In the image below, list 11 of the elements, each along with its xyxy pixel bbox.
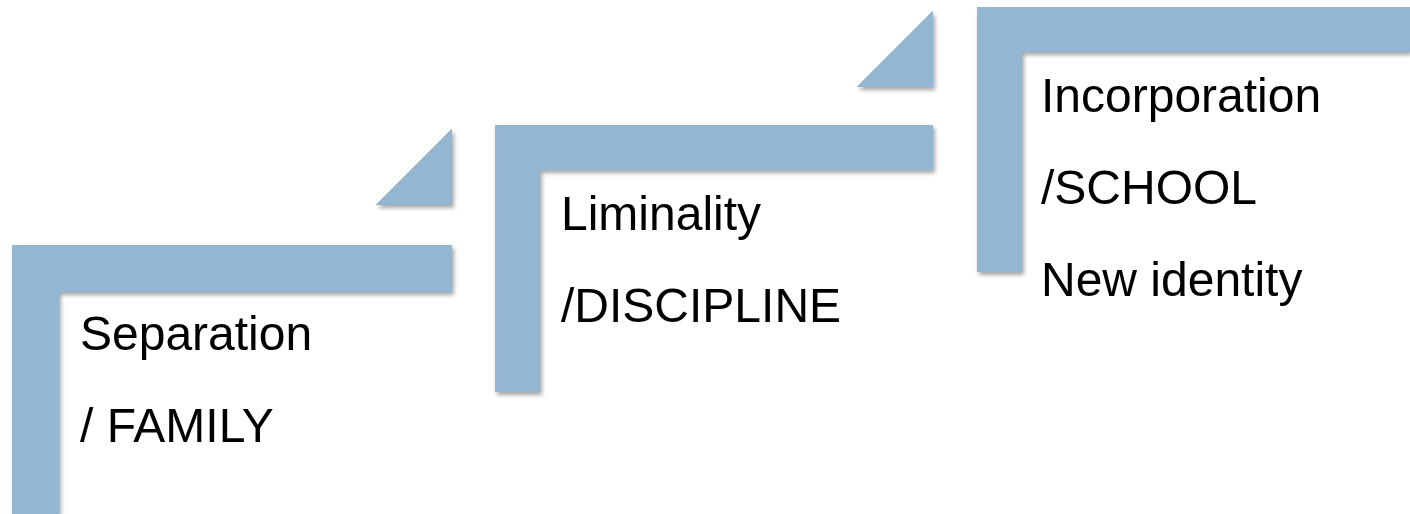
step-label: /DISCIPLINE <box>561 282 842 330</box>
step-arrow <box>856 10 934 88</box>
step-shape <box>495 125 933 392</box>
step-label: Liminality <box>561 190 762 238</box>
step-label: Separation <box>80 310 313 358</box>
step-arrow <box>375 128 453 206</box>
step-label: / FAMILY <box>80 402 274 450</box>
step-label: New identity <box>1041 256 1303 304</box>
step-label: Incorporation <box>1041 72 1322 120</box>
step-label: /SCHOOL <box>1041 164 1258 212</box>
step-shape <box>12 245 452 514</box>
